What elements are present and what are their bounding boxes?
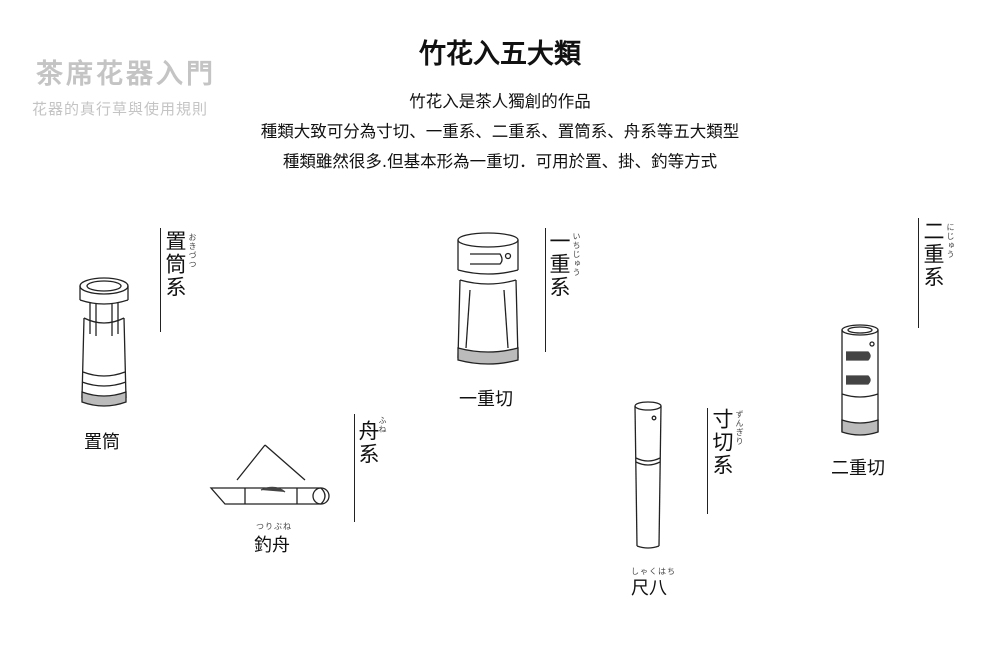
zungiri-category-label: 寸切系 (710, 408, 734, 477)
shakuhachi-name: 尺八 (631, 578, 667, 599)
niju-divider (918, 218, 919, 328)
ichiju-vase-drawing (457, 232, 519, 365)
okizutsu-category-ruby: おきづつ (188, 233, 197, 269)
tsurifune-name: 釣舟 (254, 535, 290, 556)
tsurifune-vase-drawing (209, 444, 330, 505)
niju-category-ruby: にじゅう (946, 223, 955, 259)
zungiri-category-ruby: ずんぎり (735, 410, 744, 446)
fune-category-label: 舟系 (356, 420, 380, 466)
ichiju-name: 一重切 (459, 389, 513, 410)
zungiri-divider (707, 408, 708, 514)
ichiju-category-label: 一重系 (547, 230, 571, 299)
niju-name: 二重切 (831, 458, 885, 479)
page-title: 竹花入五大類 (419, 39, 581, 70)
niju-category-label: 二重系 (921, 220, 945, 289)
fune-divider (354, 414, 355, 522)
ichiju-category-ruby: いちじゅう (572, 232, 581, 277)
okizutsu-vase-drawing (79, 277, 129, 407)
okizutsu-category-label: 置筒系 (163, 230, 187, 299)
shakuhachi-vase-drawing (634, 401, 662, 549)
intro-line-3: 種類雖然很多.但基本形為一重切．可用於置、掛、釣等方式 (282, 152, 718, 171)
brand-subtitle: 花器的真行草與使用規則 (32, 100, 209, 118)
tsurifune-name-ruby: つりぶね (256, 522, 292, 531)
niju-vase-drawing (841, 324, 879, 436)
ichiju-divider (545, 228, 546, 352)
fune-category-ruby: ふね (378, 416, 387, 434)
okizutsu-divider (160, 228, 161, 332)
shakuhachi-name-ruby: しゃくはち (631, 567, 676, 576)
brand-title: 茶席花器入門 (36, 59, 216, 90)
intro-line-1: 竹花入是茶人獨創的作品 (409, 92, 591, 111)
intro-line-2: 種類大致可分為寸切、一重系、二重系、置筒系、舟系等五大類型 (260, 122, 740, 141)
okizutsu-name: 置筒 (84, 432, 120, 453)
